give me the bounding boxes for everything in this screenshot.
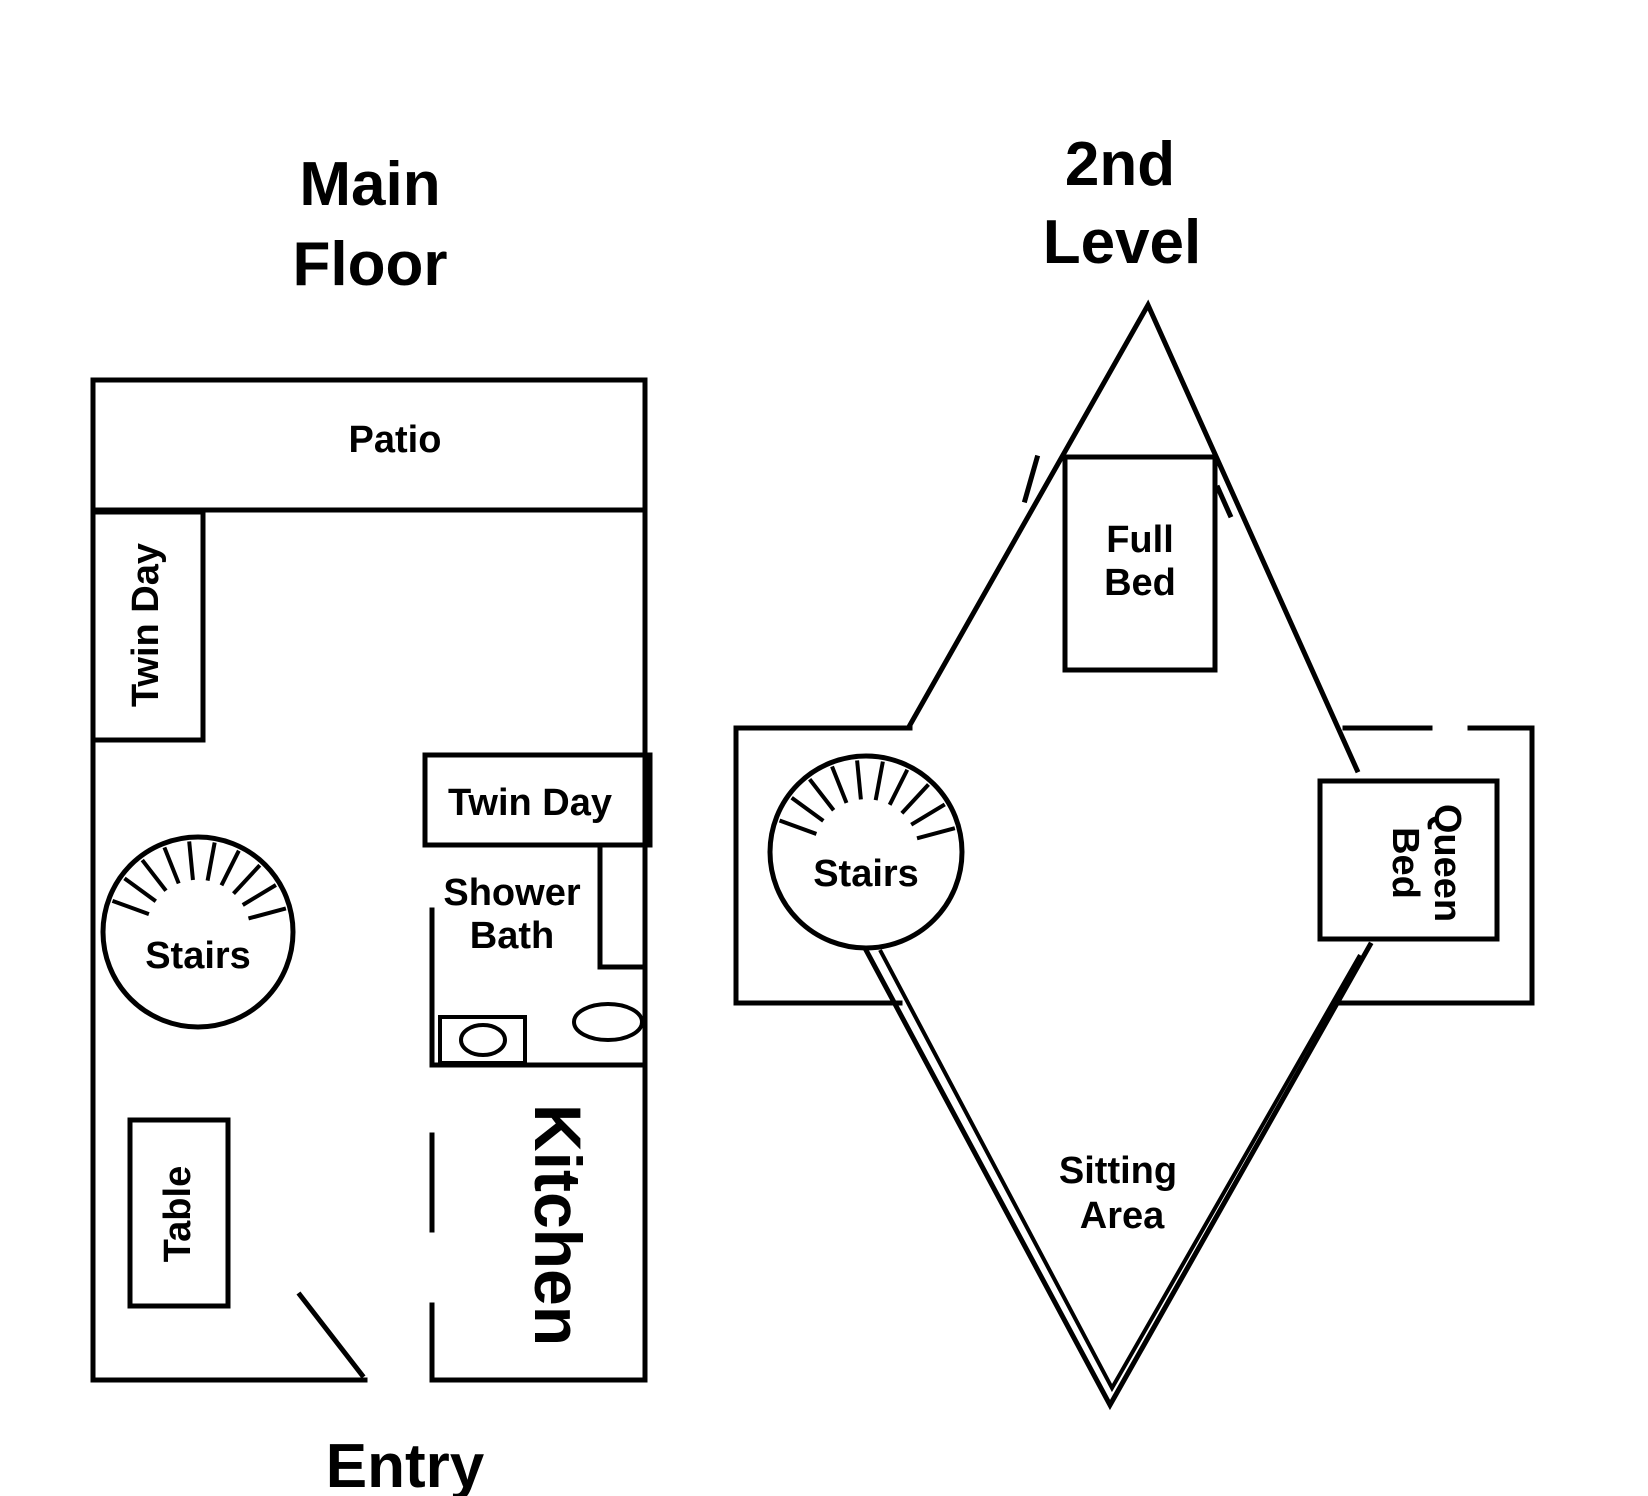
dormer-mark-left bbox=[1021, 454, 1041, 504]
sitting-area-label-line1: Sitting bbox=[1059, 1150, 1177, 1192]
stair-tread bbox=[247, 906, 287, 921]
stair-tread bbox=[241, 883, 277, 907]
stair-tread bbox=[808, 778, 836, 812]
right-wing-wall bbox=[1332, 725, 1535, 1006]
lower-roof-walls bbox=[862, 941, 1374, 1411]
sitting-area-label-line2: Area bbox=[1080, 1195, 1165, 1237]
full-bed bbox=[1062, 454, 1218, 673]
table-label: Table bbox=[157, 1166, 199, 1262]
second-level-title-line2: Level bbox=[1043, 208, 1202, 277]
main-floor-title-line1: Main bbox=[299, 150, 440, 219]
entry-door bbox=[296, 1291, 366, 1379]
upper-stairs-label: Stairs bbox=[813, 853, 919, 895]
shower-stall bbox=[597, 847, 648, 970]
queen-bed bbox=[1317, 778, 1500, 942]
stair-tread bbox=[900, 783, 930, 815]
stair-tread bbox=[830, 765, 849, 804]
stair-tread bbox=[778, 818, 818, 836]
main-floor-plan: Main Floor Patio Twin Day Twin Day Showe… bbox=[90, 150, 653, 1496]
second-level-plan: 2nd Level Full Bed Queen Bed Stairs Sitt… bbox=[733, 130, 1535, 1411]
queen-bed-label-line2: Bed bbox=[1384, 827, 1426, 899]
full-bed-label-line2: Bed bbox=[1104, 562, 1176, 604]
second-level-title-line1: 2nd bbox=[1065, 130, 1175, 199]
toilet-base bbox=[438, 1015, 527, 1065]
twin-day-left-label: Twin Day bbox=[125, 543, 167, 707]
stair-tread bbox=[162, 846, 181, 885]
queen-bed-label-line1: Queen bbox=[1426, 804, 1468, 922]
shower-bath-label-line2: Bath bbox=[470, 915, 554, 957]
stair-tread bbox=[123, 876, 157, 903]
stair-tread bbox=[873, 761, 885, 801]
stair-tread bbox=[111, 898, 150, 917]
full-bed-label-line1: Full bbox=[1106, 519, 1174, 561]
dormer-mark-right bbox=[1214, 484, 1234, 519]
patio-label: Patio bbox=[349, 419, 442, 461]
upper-roof-walls bbox=[906, 299, 1361, 774]
second-level-stairs: Stairs bbox=[767, 753, 965, 951]
kitchen-label: Kitchen bbox=[521, 1104, 595, 1346]
stair-tread bbox=[916, 826, 956, 841]
stair-tread bbox=[910, 802, 946, 827]
stair-tread bbox=[219, 849, 241, 887]
main-floor-outer-wall bbox=[90, 377, 648, 1383]
lower-roof-inner-line bbox=[878, 949, 1362, 1393]
table bbox=[127, 1117, 231, 1309]
stair-tread bbox=[205, 842, 217, 882]
main-floor-title-line2: Floor bbox=[293, 230, 448, 299]
main-floor-stairs: Stairs bbox=[100, 834, 296, 1030]
sink bbox=[572, 1002, 644, 1042]
twin-day-right-label: Twin Day bbox=[448, 782, 612, 824]
twin-day-bed-left bbox=[90, 509, 206, 743]
left-wing-wall bbox=[733, 725, 913, 1006]
stair-tread bbox=[790, 796, 825, 823]
stair-tread bbox=[187, 841, 195, 881]
main-stairs-label: Stairs bbox=[145, 935, 251, 977]
stair-tread bbox=[140, 858, 168, 892]
stair-tread bbox=[855, 760, 863, 800]
stair-tread bbox=[887, 768, 910, 806]
toilet-bowl bbox=[459, 1023, 507, 1057]
shower-bath-label-line1: Shower bbox=[443, 872, 580, 914]
twin-day-bed-right bbox=[422, 752, 653, 848]
entry-label: Entry bbox=[326, 1432, 485, 1496]
stair-tread bbox=[232, 863, 262, 896]
